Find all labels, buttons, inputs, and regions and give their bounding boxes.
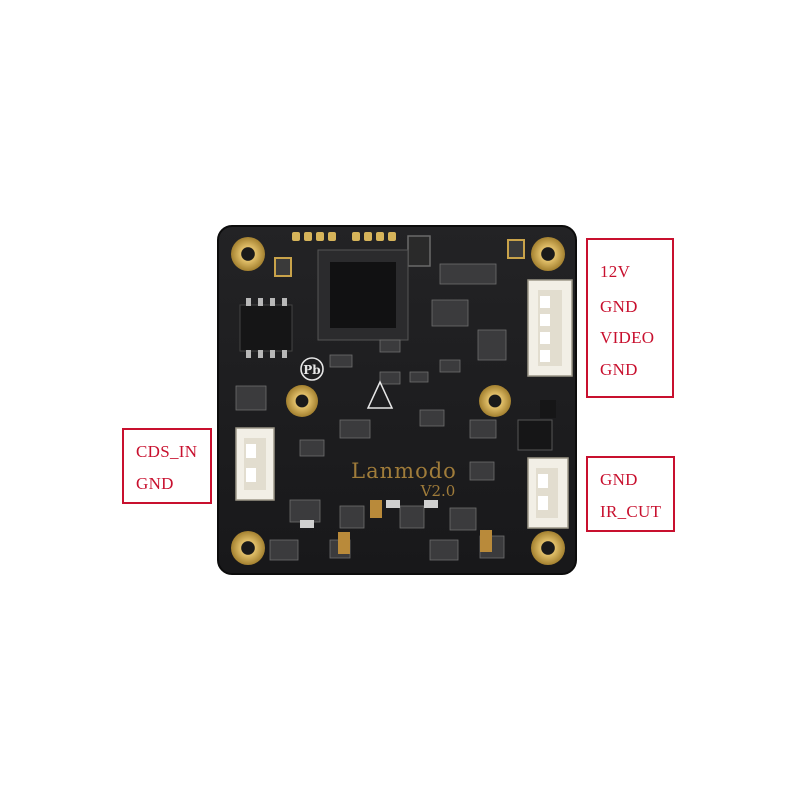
version-silkscreen: V2.0 bbox=[420, 482, 456, 500]
callout-line-gnd-2: GND bbox=[600, 360, 638, 379]
brand-silkscreen: Lanmodo bbox=[351, 459, 457, 483]
callout-line-cds-in: CDS_IN bbox=[136, 442, 198, 461]
power-video-connector bbox=[527, 279, 573, 377]
main-processor-chip bbox=[317, 249, 409, 341]
pb-free-text: Pb bbox=[303, 363, 320, 377]
mounting-hole-bottom-left bbox=[231, 531, 265, 565]
mounting-hole-top-right bbox=[531, 237, 565, 271]
cds-connector-callout: CDS_IN GND bbox=[122, 428, 212, 504]
callout-line-gnd-ircut: GND bbox=[600, 470, 638, 489]
callout-line-ir-cut: IR_CUT bbox=[600, 502, 662, 521]
ircut-connector-callout: GND IR_CUT bbox=[586, 456, 675, 532]
callout-line-gnd-cds: GND bbox=[136, 474, 174, 493]
cds-connector bbox=[235, 427, 275, 501]
callout-line-12v: 12V bbox=[600, 262, 631, 281]
power-transistor bbox=[517, 419, 553, 451]
esd-warning-triangle bbox=[366, 380, 394, 409]
lens-mount-hole-left bbox=[286, 385, 318, 417]
callout-line-video: VIDEO bbox=[600, 328, 655, 347]
top-header-pads bbox=[292, 232, 396, 241]
power-connector-callout: 12V GND VIDEO GND bbox=[586, 238, 674, 398]
callout-line-gnd: GND bbox=[600, 297, 638, 316]
lens-mount-hole-right bbox=[479, 385, 511, 417]
mounting-hole-bottom-right bbox=[531, 531, 565, 565]
flash-memory-chip bbox=[239, 298, 293, 358]
pb-free-mark bbox=[300, 357, 324, 381]
mounting-hole-top-left bbox=[231, 237, 265, 271]
ircut-connector bbox=[527, 457, 569, 529]
pcb-board bbox=[218, 226, 576, 574]
